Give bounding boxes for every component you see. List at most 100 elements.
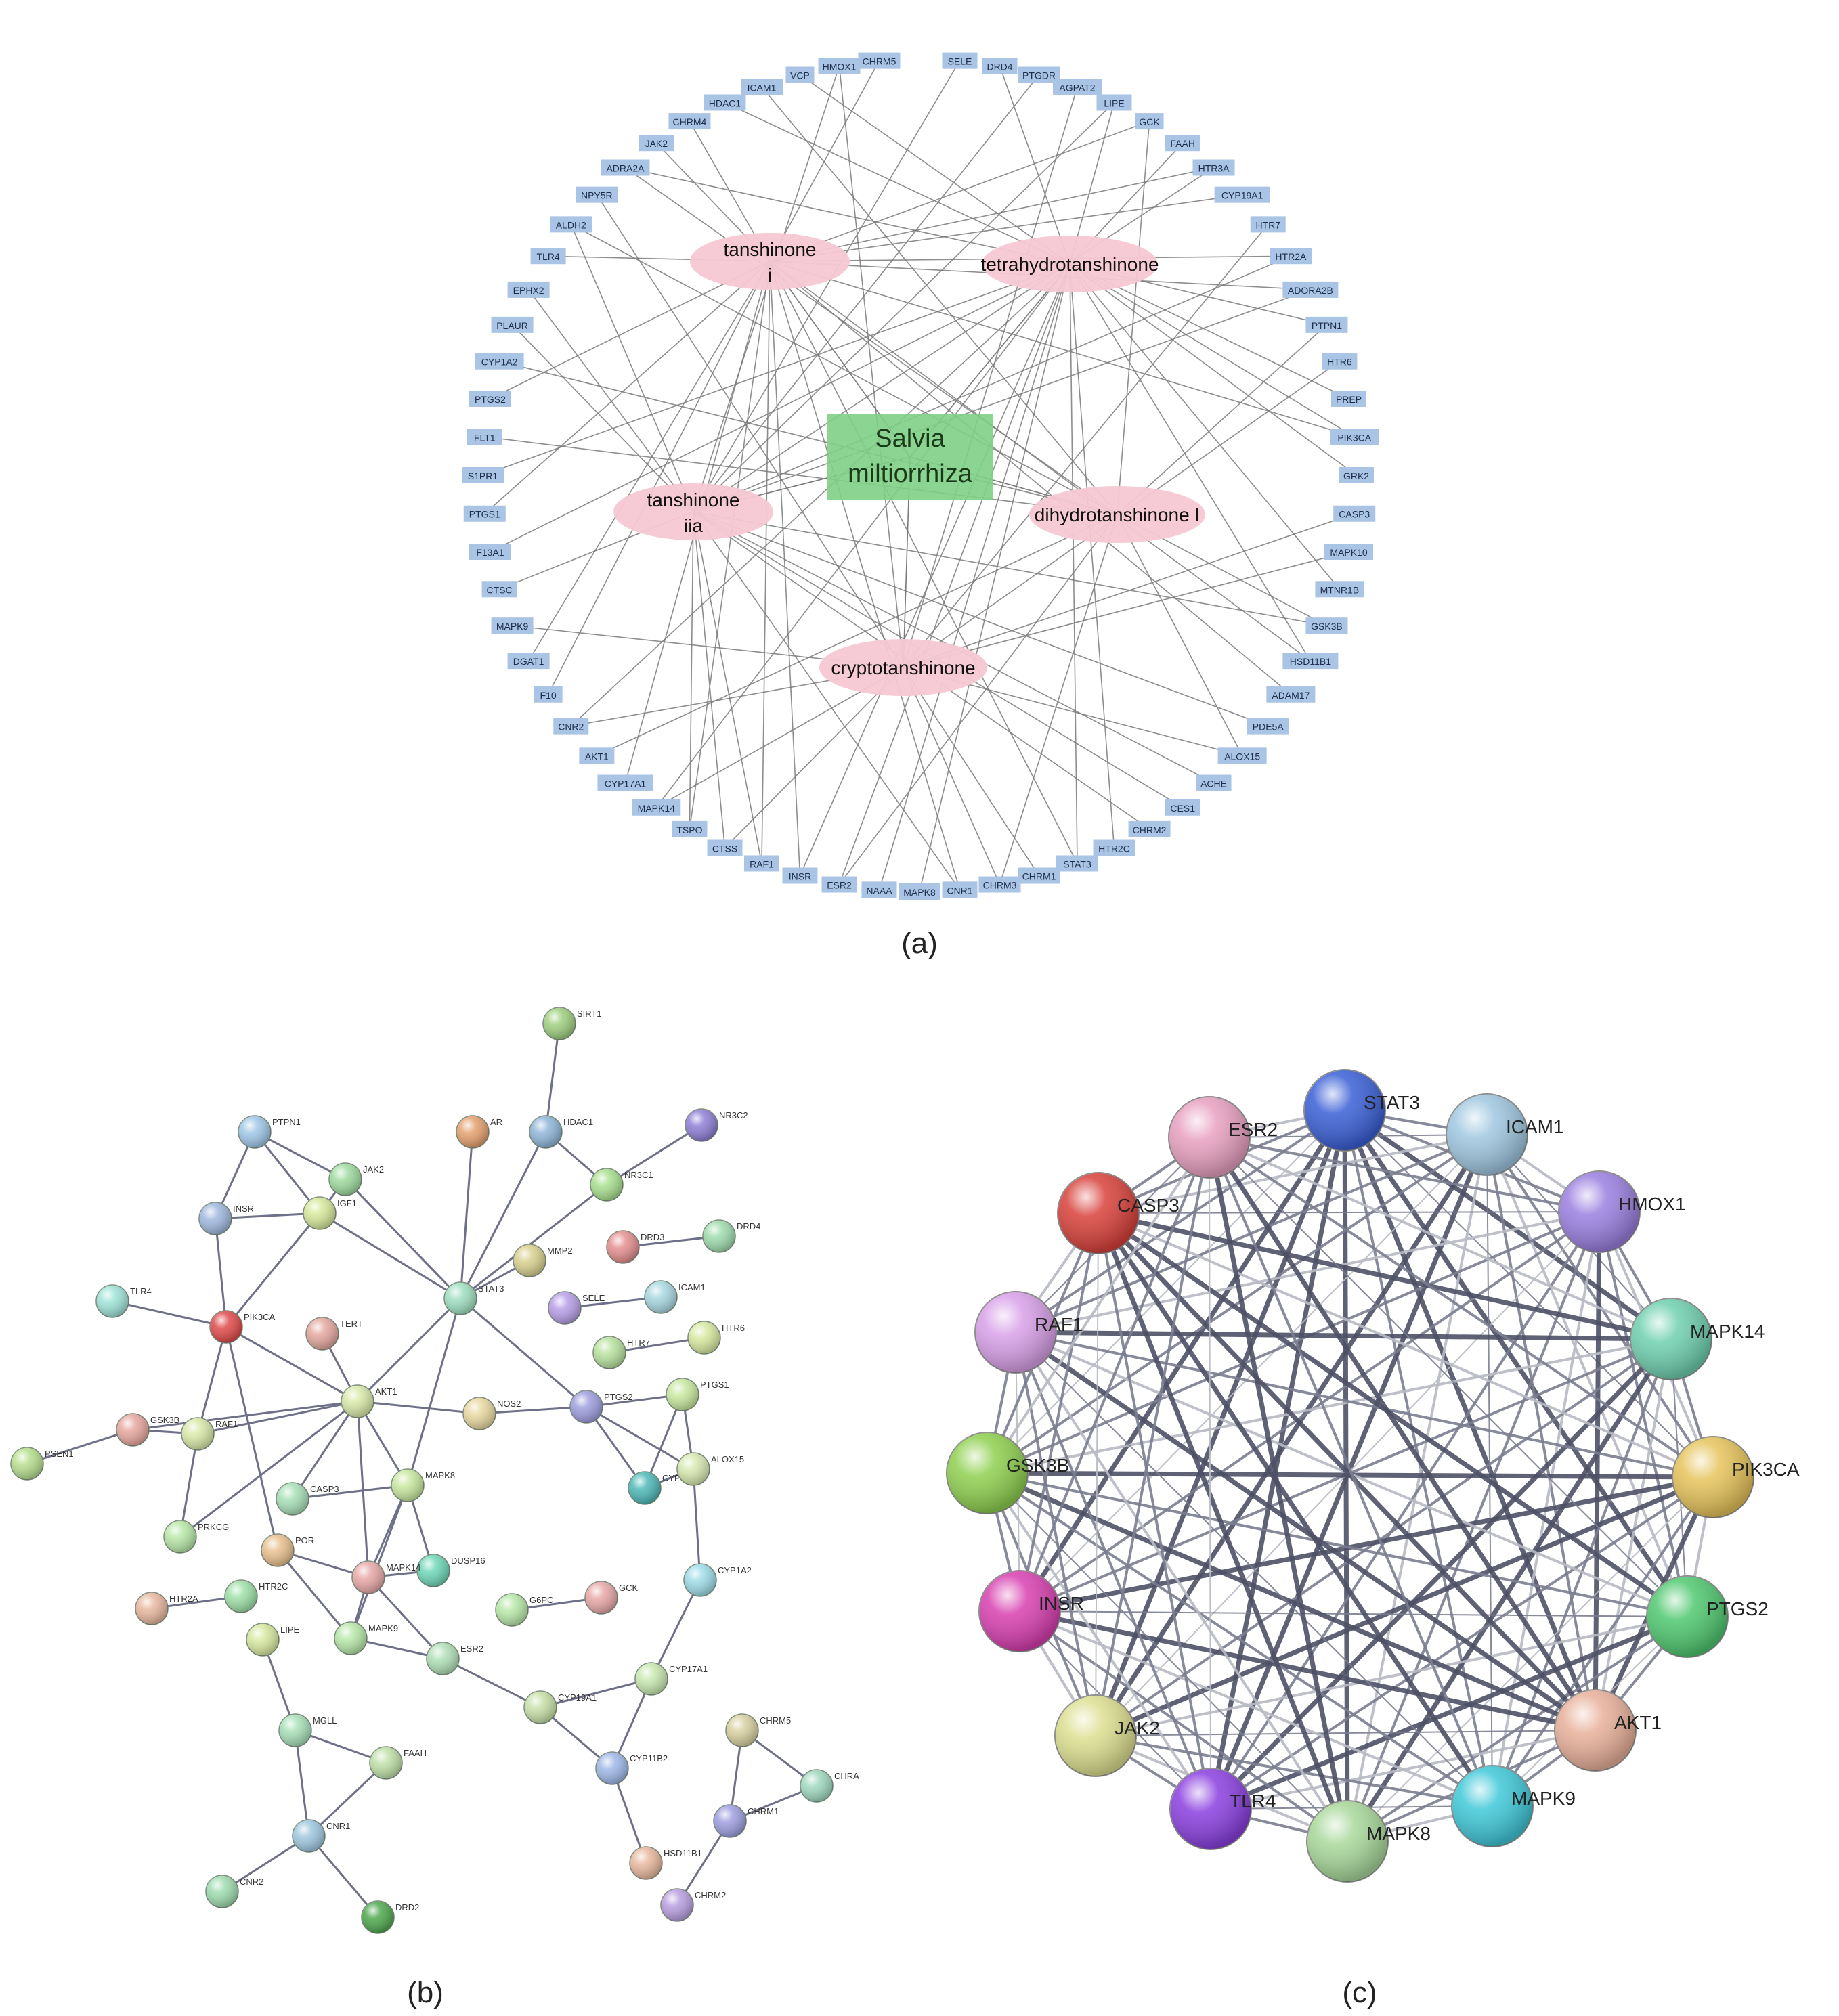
edge-stat3-tetra bbox=[1069, 263, 1078, 864]
protein-sphere-shine bbox=[427, 1642, 459, 1675]
target-node-alox15: ALOX15 bbox=[1217, 747, 1267, 764]
target-box bbox=[534, 686, 563, 703]
protein-node-igf1: IGF1 bbox=[303, 1196, 357, 1230]
target-node-ptpn1: PTPN1 bbox=[1305, 316, 1348, 333]
target-box bbox=[491, 316, 534, 333]
target-node-naaa: NAAA bbox=[861, 881, 897, 898]
edge-akt1-casp3 bbox=[291, 1401, 359, 1499]
protein-label: CYP11B2 bbox=[630, 1753, 668, 1763]
protein-node-cnr1: CNR1 bbox=[292, 1819, 350, 1853]
target-node-chrm1: CHRM1 bbox=[1018, 867, 1060, 884]
edge-mapk14-esr2 bbox=[367, 1576, 444, 1660]
target-label: EPHX2 bbox=[513, 285, 544, 296]
protein-label: CHRA bbox=[834, 1771, 859, 1781]
core-protein-node-pik3ca: PIK3CA bbox=[1672, 1436, 1800, 1518]
protein-node-mapk14: MAPK14 bbox=[351, 1560, 420, 1594]
target-node-gck: GCK bbox=[1135, 113, 1164, 130]
protein-label: DRD3 bbox=[641, 1232, 664, 1242]
target-box bbox=[1128, 820, 1171, 837]
protein-node-drd2: DRD2 bbox=[361, 1900, 419, 1934]
target-label: PREP bbox=[1336, 394, 1362, 405]
target-node-chrm5: CHRM5 bbox=[858, 52, 901, 69]
edge-akt1-raf1 bbox=[1014, 1330, 1597, 1732]
target-node-raf1: RAF1 bbox=[743, 855, 779, 872]
target-box bbox=[467, 429, 502, 445]
target-box bbox=[507, 281, 550, 298]
target-node-f10: F10 bbox=[534, 686, 563, 703]
edge-gck-dihydro bbox=[1117, 121, 1150, 515]
edge-hsd11b1-tan1 bbox=[769, 261, 1311, 661]
protein-node-ptgs1: PTGS1 bbox=[666, 1378, 729, 1411]
target-box bbox=[1282, 281, 1339, 298]
target-label: JAK2 bbox=[645, 138, 668, 149]
target-node-ephx2: EPHX2 bbox=[507, 281, 550, 298]
target-node-akt1: AKT1 bbox=[579, 747, 615, 764]
protein-label: MAPK14 bbox=[386, 1562, 420, 1573]
protein-label: TERT bbox=[340, 1319, 363, 1329]
edge-alox15-cyp1a2 bbox=[692, 1468, 701, 1581]
target-node-cnr2: CNR2 bbox=[553, 718, 589, 735]
target-box bbox=[942, 881, 978, 898]
target-box bbox=[1282, 653, 1339, 670]
protein-sphere-shine bbox=[276, 1483, 309, 1515]
edge-pde5a-tan2a bbox=[693, 511, 1269, 727]
target-node-adra2a: ADRA2A bbox=[601, 159, 650, 176]
target-box bbox=[632, 799, 681, 816]
target-box bbox=[1247, 718, 1289, 735]
protein-node-akt1: AKT1 bbox=[341, 1384, 397, 1418]
protein-node-tert: TERT bbox=[305, 1317, 363, 1351]
edge-dgat1-tan1 bbox=[527, 261, 771, 661]
protein-node-htr7: HTR7 bbox=[592, 1336, 650, 1369]
protein-sphere-shine bbox=[635, 1663, 668, 1695]
target-box bbox=[861, 881, 897, 898]
protein-sphere-shine bbox=[334, 1622, 367, 1655]
edge-tlr4-esr2 bbox=[1209, 1137, 1211, 1810]
protein-node-esr2: ESR2 bbox=[426, 1642, 483, 1675]
panel-a-compound-target-network: tanshinoneitetrahydrotanshinonetanshinon… bbox=[462, 52, 1379, 960]
edge-chrm3-crypto bbox=[903, 667, 1001, 885]
target-node-ptgs1: PTGS1 bbox=[463, 505, 506, 522]
protein-label: SIRT1 bbox=[577, 1009, 602, 1019]
protein-sphere-shine bbox=[800, 1770, 833, 1802]
edge-pik3ca-jak2 bbox=[1094, 1474, 1714, 1738]
edge-mapk9-gsk3b bbox=[986, 1472, 1494, 1807]
protein-label: IGF1 bbox=[337, 1198, 357, 1208]
edge-mapk9-jak2 bbox=[1095, 1734, 1493, 1807]
target-label: HMOX1 bbox=[823, 61, 857, 72]
target-label: AGPAT2 bbox=[1059, 83, 1095, 93]
core-protein-node-icam1: ICAM1 bbox=[1446, 1093, 1564, 1176]
target-box bbox=[978, 876, 1021, 893]
target-box bbox=[1196, 774, 1232, 791]
target-node-vcp: VCP bbox=[785, 66, 815, 83]
protein-sphere-shine bbox=[329, 1163, 362, 1196]
protein-sphere-shine bbox=[341, 1385, 374, 1418]
protein-label: MAPK8 bbox=[425, 1470, 455, 1481]
target-box bbox=[1331, 390, 1367, 407]
edge-tlr4-raf1 bbox=[1014, 1332, 1212, 1810]
protein-label: HSD11B1 bbox=[664, 1848, 702, 1858]
target-node-pik3ca: PIK3CA bbox=[1330, 429, 1379, 445]
center-herb-label-line2: miltiorrhiza bbox=[848, 460, 973, 488]
protein-sphere-shine bbox=[524, 1691, 557, 1724]
target-node-adam17: ADAM17 bbox=[1266, 686, 1316, 703]
edge-ptpn1-jak2 bbox=[254, 1131, 346, 1181]
target-box bbox=[576, 186, 618, 203]
protein-sphere-shine bbox=[279, 1714, 311, 1747]
target-box bbox=[1324, 544, 1374, 561]
target-label: PTGDR bbox=[1022, 70, 1056, 81]
edge-raf1-prkcg bbox=[179, 1433, 199, 1537]
edge-igf1-pik3ca bbox=[225, 1212, 321, 1328]
compound-label: tetrahydrotanshinone bbox=[980, 254, 1159, 275]
target-node-adora2b: ADORA2B bbox=[1282, 281, 1339, 298]
target-node-mtnr1b: MTNR1B bbox=[1315, 581, 1364, 598]
edge-mapk9-insr bbox=[1019, 1610, 1493, 1807]
target-node-ache: ACHE bbox=[1196, 774, 1232, 791]
protein-node-dusp16: DUSP16 bbox=[416, 1554, 485, 1587]
core-protein-sphere-shine bbox=[1304, 1070, 1385, 1151]
core-protein-label: MAPK14 bbox=[1690, 1321, 1765, 1342]
panel-b-caption: (b) bbox=[407, 1976, 443, 2009]
target-box bbox=[463, 505, 506, 522]
compound-label: i bbox=[768, 265, 772, 286]
edge-naaa-tetra bbox=[878, 263, 1070, 890]
target-box bbox=[550, 216, 592, 233]
